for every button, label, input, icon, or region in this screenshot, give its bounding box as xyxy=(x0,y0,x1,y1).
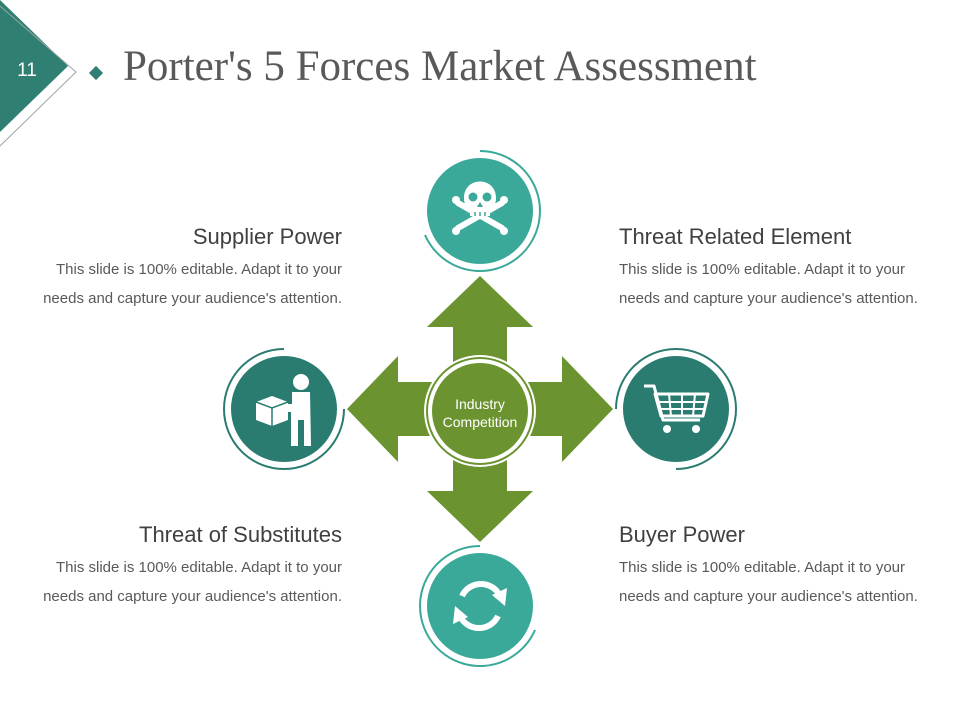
person-carrying-box-icon xyxy=(255,374,311,446)
slide-number: 11 xyxy=(17,60,37,81)
supplier-power-block: Supplier Power This slide is 100% editab… xyxy=(22,222,342,313)
center-circle xyxy=(432,363,528,459)
block-text: This slide is 100% editable. Adapt it to… xyxy=(43,559,342,605)
block-title: Buyer Power xyxy=(619,522,745,547)
block-text: This slide is 100% editable. Adapt it to… xyxy=(619,559,918,605)
threat-related-element-block: Threat Related Element This slide is 100… xyxy=(619,222,939,313)
skull-crossbones-icon xyxy=(452,181,508,235)
threat-of-substitutes-block: Threat of Substitutes This slide is 100%… xyxy=(22,520,342,611)
block-title: Threat Related Element xyxy=(619,224,852,249)
arrow-left xyxy=(347,356,443,462)
block-title: Supplier Power xyxy=(192,224,342,249)
bottom-force-node xyxy=(419,545,540,667)
slide-number-badge xyxy=(0,0,68,132)
center-circle-outline xyxy=(426,357,534,465)
right-force-node xyxy=(615,348,737,470)
block-text: This slide is 100% editable. Adapt it to… xyxy=(619,261,918,307)
block-title: Threat of Substitutes xyxy=(139,522,342,547)
arrow-up xyxy=(427,276,533,372)
refresh-icon xyxy=(453,581,507,631)
left-force-node xyxy=(223,348,345,470)
block-text: This slide is 100% editable. Adapt it to… xyxy=(43,261,342,307)
center-label: Industry Competition xyxy=(442,396,518,430)
page-title: Porter's 5 Forces Market Assessment xyxy=(123,43,757,90)
buyer-power-block: Buyer Power This slide is 100% editable.… xyxy=(619,520,939,611)
badge-outline xyxy=(0,5,77,147)
top-force-node xyxy=(420,150,541,272)
arrow-right xyxy=(517,356,613,462)
shopping-cart-icon xyxy=(644,384,710,433)
arrow-down xyxy=(427,446,533,542)
